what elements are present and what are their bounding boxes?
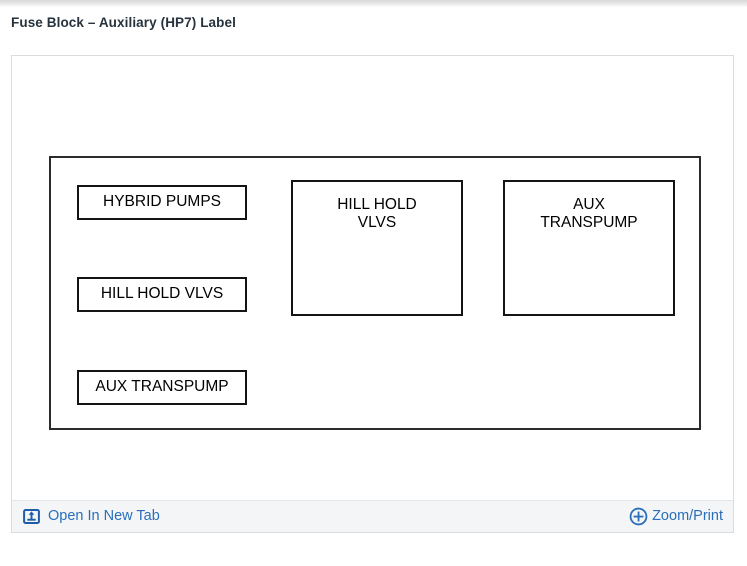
fuse-box-hill-hold-vlvs: HILL HOLD VLVS [77, 277, 247, 312]
window-top-strip [0, 0, 747, 7]
open-in-new-tab-label: Open In New Tab [48, 508, 160, 525]
fuse-box-hybrid-pumps: HYBRID PUMPS [77, 185, 247, 220]
fuse-box-aux-transpump: AUX TRANSPUMP [77, 370, 247, 405]
fuse-box-label-line2: TRANSPUMP [540, 214, 638, 232]
fuse-box-label: HYBRID PUMPS [103, 193, 221, 211]
fuse-box-label: AUX TRANSPUMP [95, 378, 229, 396]
open-in-new-icon [22, 507, 41, 526]
fuse-box-label: HILL HOLD VLVS [100, 285, 224, 303]
circle-plus-icon [628, 506, 649, 527]
zoom-print-label: Zoom/Print [652, 508, 723, 525]
label-card: HYBRID PUMPS HILL HOLD VLVS AUX TRANSPUM… [11, 55, 734, 533]
zoom-print-button[interactable]: Zoom/Print [628, 506, 723, 527]
fuse-box-label-line2: VLVS [357, 214, 397, 232]
viewer-toolbar: Open In New Tab Zoom/Print [12, 500, 733, 532]
fuse-block-diagram: HYBRID PUMPS HILL HOLD VLVS AUX TRANSPUM… [49, 156, 701, 430]
open-in-new-tab-button[interactable]: Open In New Tab [22, 507, 160, 526]
fuse-box-aux-transpump-large: AUX TRANSPUMP [503, 180, 675, 316]
fuse-box-hill-hold-vlvs-large: HILL HOLD VLVS [291, 180, 463, 316]
fuse-box-label-line1: AUX [573, 196, 605, 213]
page-title: Fuse Block – Auxiliary (HP7) Label [11, 15, 236, 30]
fuse-box-label-line1: HILL HOLD [337, 196, 417, 213]
